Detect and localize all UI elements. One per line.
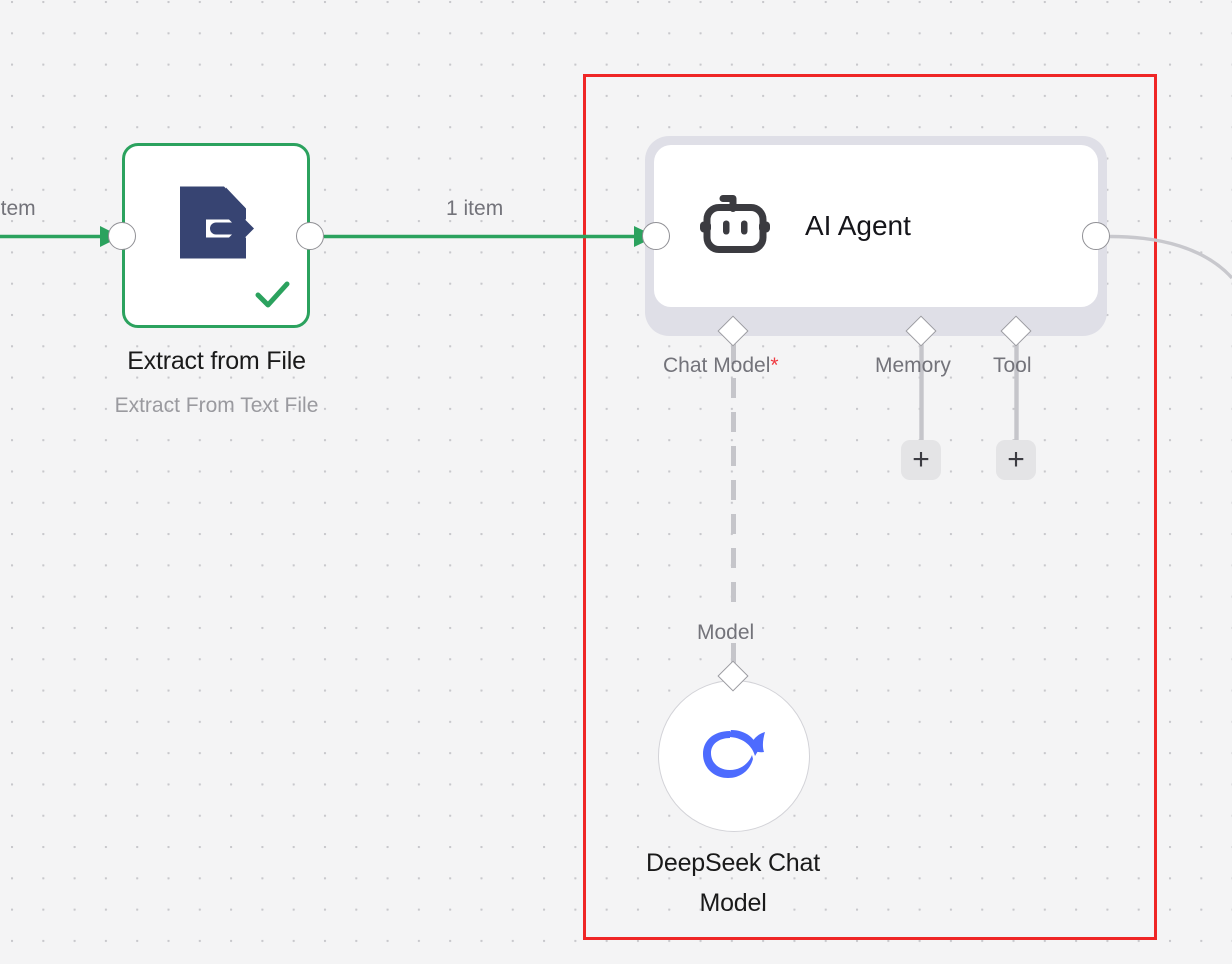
port-label-memory: Memory xyxy=(875,354,951,377)
add-memory-button[interactable]: + xyxy=(901,440,941,480)
port-label-tool: Tool xyxy=(993,354,1032,377)
main-items-label: 1 item xyxy=(446,197,504,220)
extract-output-endpoint[interactable] xyxy=(296,222,324,250)
selection-rectangle xyxy=(583,74,1157,940)
incoming-items-label: item xyxy=(0,197,36,220)
ai-agent-title: AI Agent xyxy=(805,210,911,241)
extract-node-subtitle: Extract From Text File xyxy=(114,394,319,417)
required-asterisk: * xyxy=(770,354,779,377)
agent-output-endpoint[interactable] xyxy=(1082,222,1110,250)
robot-icon xyxy=(700,193,770,260)
add-tool-button[interactable]: + xyxy=(996,440,1036,480)
agent-input-endpoint[interactable] xyxy=(642,222,670,250)
deepseek-whale-icon xyxy=(700,725,768,788)
deepseek-node-title-line2: Model xyxy=(699,889,767,917)
document-export-icon xyxy=(174,183,258,266)
deepseek-port-label: Model xyxy=(697,621,755,644)
node-extract-from-file[interactable] xyxy=(122,143,310,328)
port-label-chat-model: Chat Model* xyxy=(663,354,779,378)
node-ai-agent[interactable]: AI Agent xyxy=(654,145,1098,307)
deepseek-node-title-line1: DeepSeek Chat xyxy=(646,849,820,877)
port-label-chat-model-text: Chat Model xyxy=(663,354,771,377)
extract-node-title: Extract from File xyxy=(127,347,306,375)
edge-incoming-main xyxy=(0,226,121,247)
success-check-icon xyxy=(253,278,293,317)
node-deepseek-chat-model[interactable] xyxy=(658,680,810,832)
extract-input-endpoint[interactable] xyxy=(108,222,136,250)
